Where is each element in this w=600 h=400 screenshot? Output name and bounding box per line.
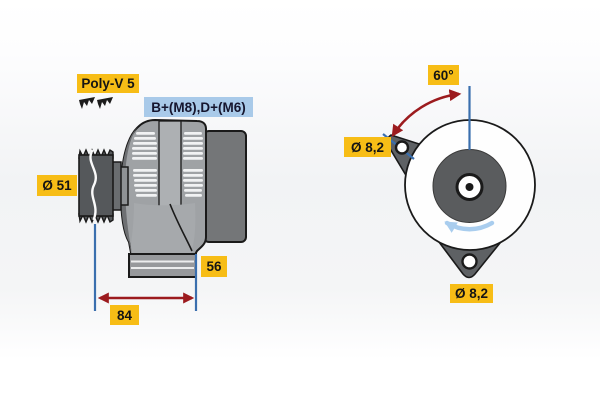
front-bracket-edge [121,127,138,258]
upper-hole-diameter-label: Ø 8,2 [344,137,391,157]
angle-arc-arrow [391,89,462,138]
rotation-direction-arrow [444,220,495,233]
belt-profile-icon [79,97,113,109]
rear-cover [203,130,247,243]
vent-slots-front [132,132,157,197]
alternator-front-view [382,86,536,279]
mounting-hole-upper [394,140,410,155]
shaft-center-dot [465,183,474,191]
housing-contour-line [169,203,193,252]
foot-width-label: 56 [201,256,227,277]
vent-slots-rear [183,132,203,197]
pulley [78,148,114,224]
mounting-foot [128,253,197,278]
alternator-side-view [78,97,247,311]
belt-type-label: Poly-V 5 [77,74,139,93]
lower-housing [131,203,196,258]
lower-hole-diameter-label: Ø 8,2 [450,284,493,303]
pulley-diameter-label: Ø 51 [37,175,77,196]
terminals-label: B+(M8),D+(M6) [144,97,253,117]
mounting-hole-lower [461,253,478,270]
mounting-length-label: 84 [110,305,139,325]
break-line [89,149,97,221]
lug-angle-label: 60° [428,65,459,85]
